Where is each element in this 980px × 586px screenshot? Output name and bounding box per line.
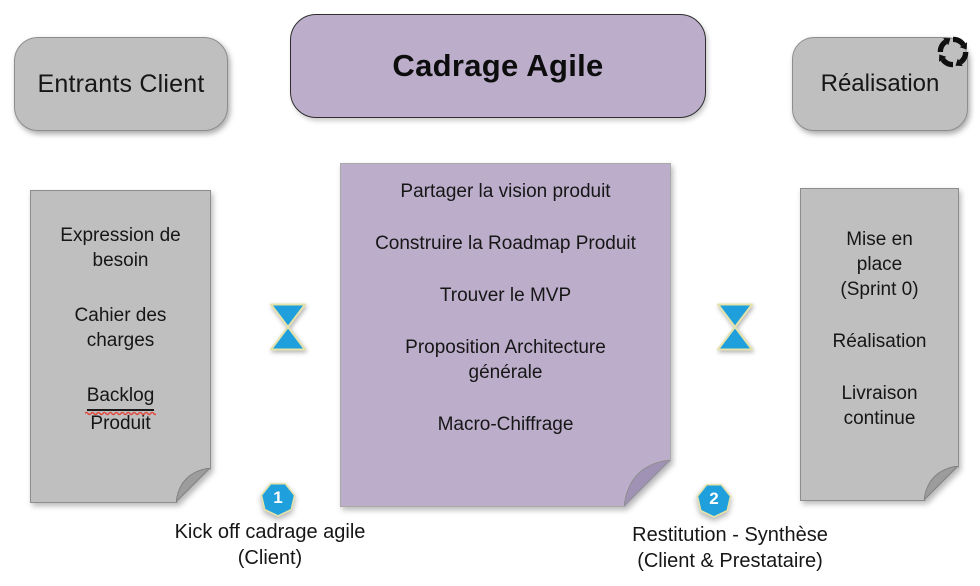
- folded-corner-icon: [176, 468, 210, 502]
- cycle-arrows-icon: [937, 36, 969, 68]
- doc-item: Mise en place (Sprint 0): [840, 229, 919, 300]
- cadrage-agile-box: Cadrage Agile: [290, 14, 706, 118]
- entrants-client-box: Entrants Client: [14, 37, 228, 131]
- milestone-2-badge: 2: [695, 481, 733, 519]
- doc-item: Backlog Produit: [86, 383, 155, 434]
- hourglass-icon: [717, 303, 753, 351]
- realisation-box: Réalisation: [792, 36, 969, 131]
- doc-item: Macro-Chiffrage: [437, 414, 574, 435]
- doc-item: Proposition Architecture générale: [405, 337, 606, 383]
- folded-corner-icon: [624, 460, 670, 506]
- doc-item: Livraison continue: [841, 383, 918, 429]
- doc-item: Partager la vision produit: [400, 181, 611, 202]
- doc-item: Cahier des charges: [74, 305, 167, 351]
- milestone-1-number: 1: [273, 488, 283, 507]
- heptagon-badge-icon: [696, 483, 732, 518]
- milestone-1-caption: Kick off cadrage agile (Client): [174, 521, 366, 569]
- hourglass-icon: [270, 303, 306, 351]
- milestone-2-caption: Restitution - Synthèse (Client & Prestat…: [632, 524, 828, 572]
- doc-item: Expression de besoin: [60, 225, 181, 271]
- realisation-document: Mise en place (Sprint 0) Réalisation Liv…: [800, 188, 959, 501]
- milestone-2-number: 2: [709, 489, 719, 508]
- folded-corner-icon: [924, 466, 958, 500]
- doc-item: Construire la Roadmap Produit: [375, 233, 636, 254]
- entrants-client-document: Expression de besoin Cahier des charges …: [30, 190, 211, 503]
- doc-item: Réalisation: [832, 331, 927, 352]
- milestone-1-badge: 1: [259, 480, 297, 518]
- page-title: Cadrage Agile: [392, 48, 604, 83]
- realisation-label: Réalisation: [820, 70, 940, 97]
- entrants-client-label: Entrants Client: [37, 69, 205, 98]
- spellcheck-squiggle-icon: [85, 411, 157, 416]
- backlog-underlined-word: Backlog: [87, 383, 155, 411]
- heptagon-badge-icon: [260, 482, 296, 517]
- doc-item: Trouver le MVP: [439, 285, 572, 306]
- cadrage-agile-document: Partager la vision produit Construire la…: [340, 163, 671, 507]
